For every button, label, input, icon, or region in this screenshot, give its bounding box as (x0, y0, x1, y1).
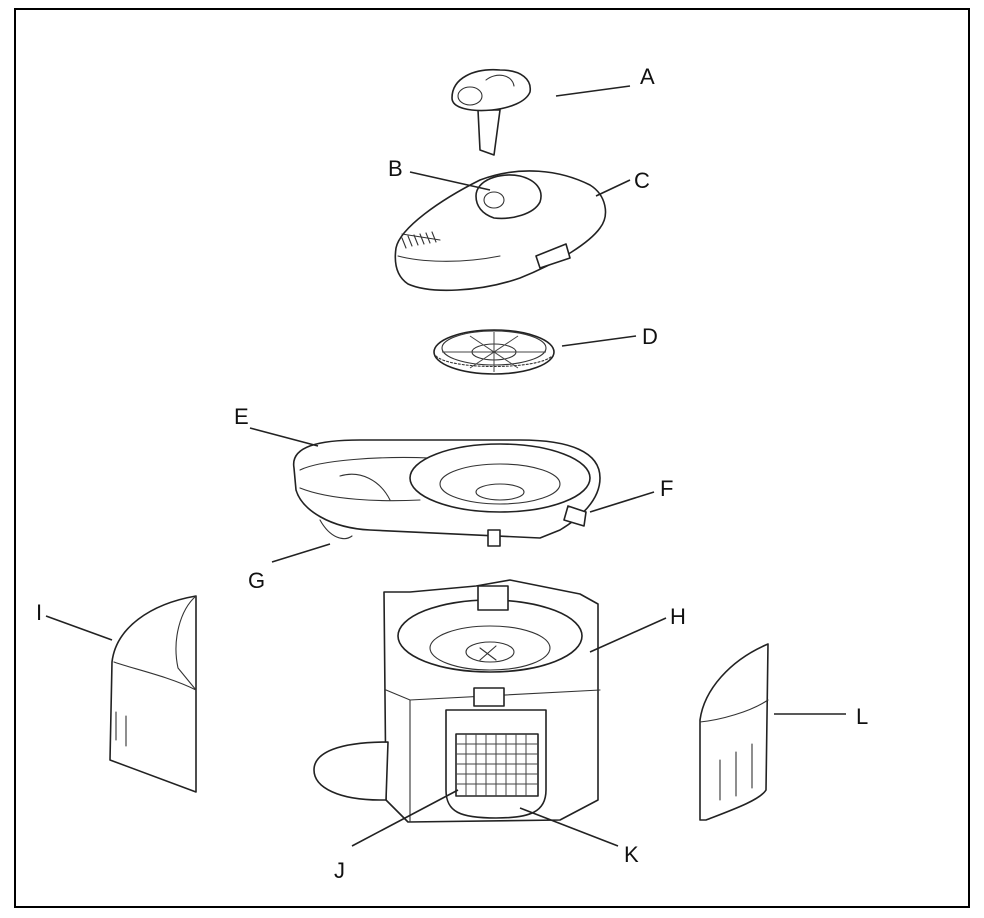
leader-i (45, 615, 113, 641)
label-i: I (36, 600, 42, 625)
part-l-juice-jug (699, 643, 769, 821)
part-b-feed-chute (475, 174, 542, 220)
label-a: A (640, 64, 655, 89)
label-d: D (642, 324, 658, 349)
leader-e (249, 427, 319, 447)
leader-h (589, 617, 667, 653)
leader-a (555, 85, 631, 97)
label-h: H (670, 604, 686, 629)
label-c: C (634, 168, 650, 193)
lid-grille (401, 231, 437, 249)
label-j: J (334, 858, 345, 883)
label-k: K (624, 842, 639, 867)
leader-k (519, 807, 619, 847)
part-c-lid (394, 170, 607, 291)
label-l: L (856, 704, 868, 729)
part-d-grater-disc (433, 329, 555, 375)
label-f: F (660, 476, 673, 501)
leader-c (595, 179, 631, 197)
label-b: B (388, 156, 403, 181)
leader-j (351, 789, 459, 847)
leader-b (409, 171, 491, 191)
part-i-juice-jug (109, 595, 197, 793)
leader-d (561, 335, 637, 347)
part-a-pusher (451, 68, 531, 156)
leader-lines (45, 85, 846, 847)
label-e: E (234, 404, 249, 429)
part-labels: A B C D E F G H I J K L (36, 64, 868, 883)
label-g: G (248, 568, 265, 593)
part-k-drip-grid (455, 733, 539, 797)
leader-g (271, 543, 331, 563)
leader-f (589, 491, 655, 513)
part-f-filter-basket (409, 443, 591, 547)
